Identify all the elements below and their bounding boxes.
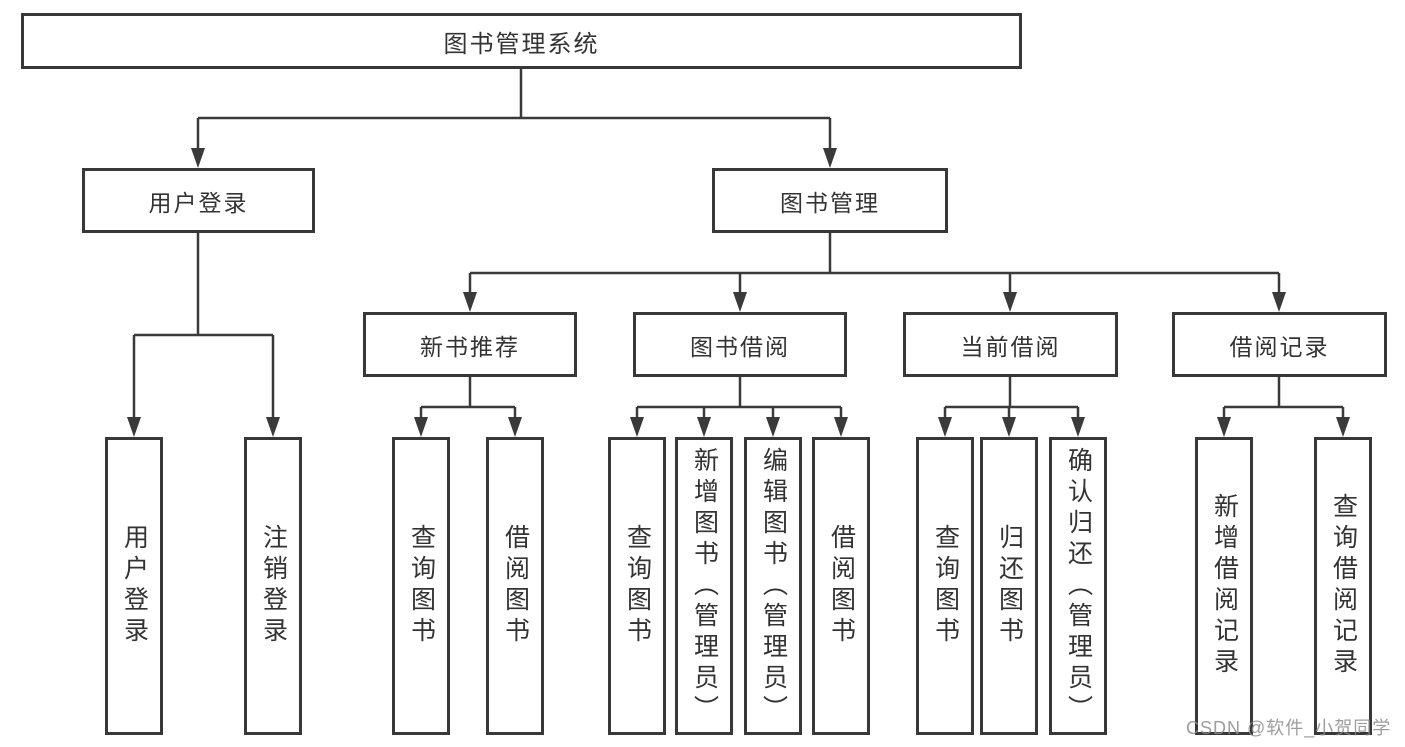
arrowhead-icons (127, 148, 1350, 437)
csdn-watermark: CSDN @软件_小贺同学 (1186, 718, 1392, 738)
leaf-label: 查询图书 (623, 524, 652, 648)
node-user-login: 用户登录 (82, 168, 315, 233)
leaf-current-query-book: 查询图书 (916, 437, 974, 735)
node-current-borrowing: 当前借阅 (903, 312, 1118, 377)
leaf-recommend-borrow-book: 借阅图书 (486, 437, 544, 735)
leaf-label: 编辑图书（管理员） (759, 446, 788, 726)
leaf-query-borrow-record: 查询借阅记录 (1314, 437, 1372, 735)
node-book-borrowing: 图书借阅 (633, 312, 847, 377)
leaf-label: 用户登录 (120, 524, 149, 648)
leaf-label: 确认归还（管理员） (1064, 446, 1093, 726)
leaf-logout: 注销登录 (244, 437, 302, 735)
leaf-label: 查询图书 (931, 524, 960, 648)
leaf-label: 查询借阅记录 (1329, 493, 1358, 679)
node-new-book-recommend: 新书推荐 (363, 312, 577, 377)
node-root-system: 图书管理系统 (21, 13, 1022, 69)
leaf-add-borrow-record: 新增借阅记录 (1195, 437, 1253, 735)
node-borrowing-records: 借阅记录 (1172, 312, 1387, 377)
leaf-confirm-return-admin: 确认归还（管理员） (1049, 437, 1107, 735)
leaf-borrow-book: 借阅图书 (812, 437, 870, 735)
leaf-borrowing-query-book: 查询图书 (608, 437, 666, 735)
leaf-label: 查询图书 (407, 524, 436, 648)
leaf-label: 归还图书 (995, 524, 1024, 648)
leaf-recommend-query-book: 查询图书 (392, 437, 450, 735)
leaf-return-book: 归还图书 (980, 437, 1038, 735)
leaf-label: 借阅图书 (827, 524, 856, 648)
leaf-edit-book-admin: 编辑图书（管理员） (744, 437, 802, 735)
node-book-management: 图书管理 (712, 168, 948, 233)
leaf-user-login: 用户登录 (105, 437, 163, 735)
leaf-add-book-admin: 新增图书（管理员） (675, 437, 733, 735)
connector-shafts (132, 69, 1345, 419)
leaf-label: 新增图书（管理员） (690, 446, 719, 726)
leaf-label: 新增借阅记录 (1210, 493, 1239, 679)
leaf-label: 借阅图书 (501, 524, 530, 648)
leaf-label: 注销登录 (259, 524, 288, 648)
